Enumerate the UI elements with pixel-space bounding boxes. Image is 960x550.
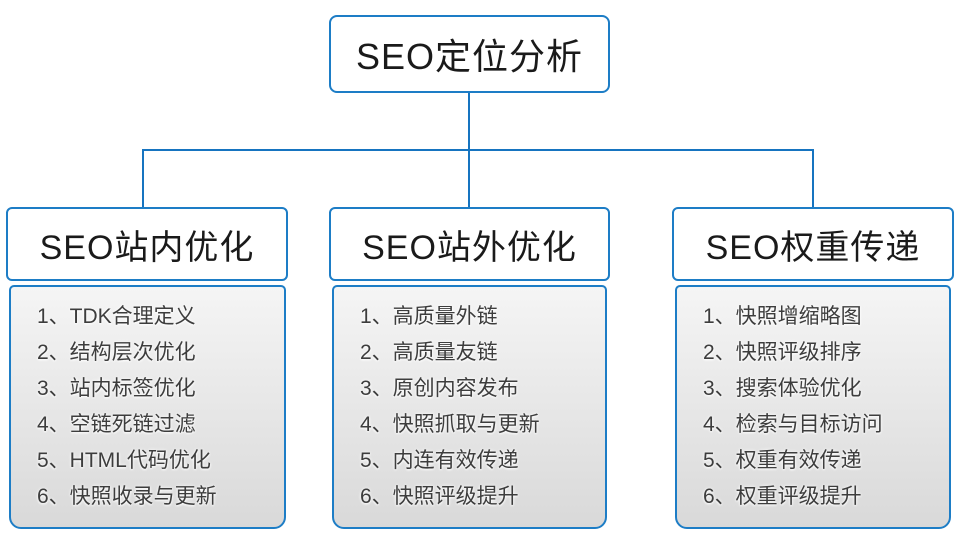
list-item: 2、结构层次优化: [37, 341, 196, 364]
column-title: SEO站内优化: [39, 228, 255, 267]
root-node-seo-positioning-analysis: SEO定位分析: [329, 15, 610, 93]
list-item: 4、检索与目标访问: [703, 413, 883, 436]
column-header-onsite-optimization: SEO站内优化: [6, 207, 288, 281]
list-item: 2、快照评级排序: [703, 341, 862, 364]
list-item: 3、原创内容发布: [360, 377, 519, 400]
list-item: 1、快照增缩略图: [703, 305, 862, 328]
column-body-offsite-optimization: 1、高质量外链 2、高质量友链 3、原创内容发布 4、快照抓取与更新 5、内连有…: [332, 285, 607, 529]
list-item: 5、HTML代码优化: [37, 449, 211, 472]
list-item: 6、快照评级提升: [360, 485, 519, 508]
column-header-offsite-optimization: SEO站外优化: [329, 207, 610, 281]
list-item: 4、空链死链过滤: [37, 413, 196, 436]
column-title: SEO站外优化: [362, 228, 577, 267]
list-item: 2、高质量友链: [360, 341, 498, 364]
list-item: 1、高质量外链: [360, 305, 498, 328]
list-item: 6、权重评级提升: [703, 485, 862, 508]
list-item: 5、内连有效传递: [360, 449, 519, 472]
column-title: SEO权重传递: [705, 228, 921, 267]
root-node-title: SEO定位分析: [355, 36, 584, 77]
list-item: 4、快照抓取与更新: [360, 413, 540, 436]
column-body-onsite-optimization: 1、TDK合理定义 2、结构层次优化 3、站内标签优化 4、空链死链过滤 5、H…: [9, 285, 286, 529]
connector-bus-to-col1: [142, 150, 144, 208]
list-item: 1、TDK合理定义: [37, 305, 196, 328]
list-item: 3、搜索体验优化: [703, 377, 862, 400]
connector-bus-to-col3: [812, 150, 814, 208]
connector-bus-line: [142, 149, 814, 151]
column-body-weight-transfer: 1、快照增缩略图 2、快照评级排序 3、搜索体验优化 4、检索与目标访问 5、权…: [675, 285, 951, 529]
list-item: 3、站内标签优化: [37, 377, 196, 400]
list-item: 6、快照收录与更新: [37, 485, 217, 508]
connector-root-to-bus: [468, 93, 470, 151]
list-item: 5、权重有效传递: [703, 449, 862, 472]
connector-bus-to-col2: [468, 150, 470, 208]
column-header-weight-transfer: SEO权重传递: [672, 207, 954, 281]
